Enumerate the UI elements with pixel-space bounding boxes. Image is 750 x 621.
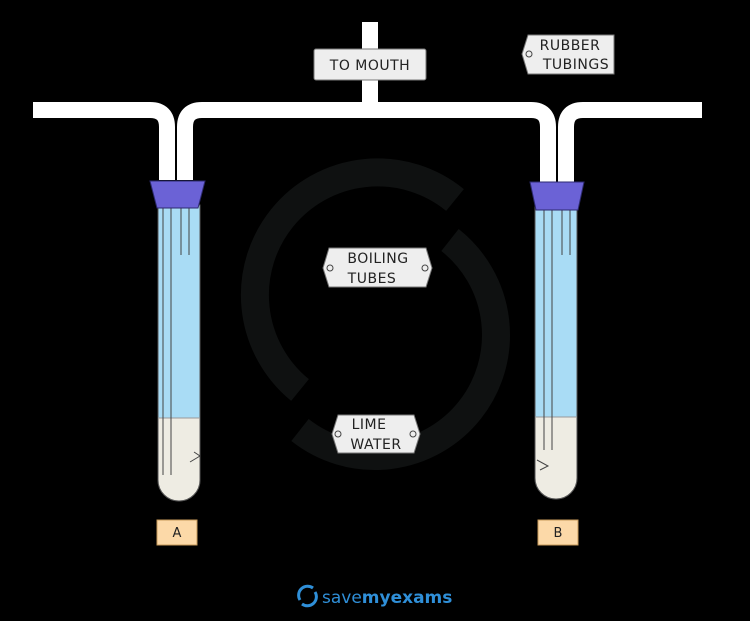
- stopper-b: [529, 181, 585, 211]
- tube-tag-b: B: [537, 519, 579, 546]
- label-rubber-tubings: RUBBER TUBINGS: [521, 34, 615, 75]
- brand-logo: savemyexams: [297, 584, 452, 608]
- label-boiling-tubes: BOILING TUBES: [322, 247, 433, 288]
- svg-text:savemyexams: savemyexams: [322, 588, 452, 608]
- brand-exams: exams: [391, 588, 453, 608]
- save-my-exams-logo-icon: [297, 584, 318, 608]
- svg-text:RUBBER: RUBBER: [540, 38, 601, 54]
- svg-text:BOILING: BOILING: [347, 251, 408, 267]
- label-to-mouth: TO MOUTH: [313, 48, 427, 81]
- svg-text:TUBES: TUBES: [347, 271, 397, 287]
- stopper-a: [149, 180, 206, 209]
- brand-my: my: [362, 588, 391, 608]
- svg-text:B: B: [554, 526, 563, 541]
- watermark-logo: [240, 158, 511, 471]
- brand-save: save: [322, 588, 362, 608]
- tube-a-limewater: [157, 417, 201, 502]
- svg-text:LIME: LIME: [352, 417, 387, 433]
- rubber-tubing: [33, 22, 702, 182]
- svg-text:TUBINGS: TUBINGS: [542, 57, 609, 73]
- boiling-tube-a: [149, 180, 206, 502]
- tube-b-limewater: [534, 416, 578, 500]
- svg-text:WATER: WATER: [350, 437, 401, 453]
- label-lime-water: LIME WATER: [331, 414, 421, 454]
- boiling-tube-b: [529, 181, 585, 500]
- svg-text:TO MOUTH: TO MOUTH: [329, 58, 410, 74]
- tube-tag-a: A: [156, 519, 198, 546]
- svg-text:A: A: [173, 526, 182, 541]
